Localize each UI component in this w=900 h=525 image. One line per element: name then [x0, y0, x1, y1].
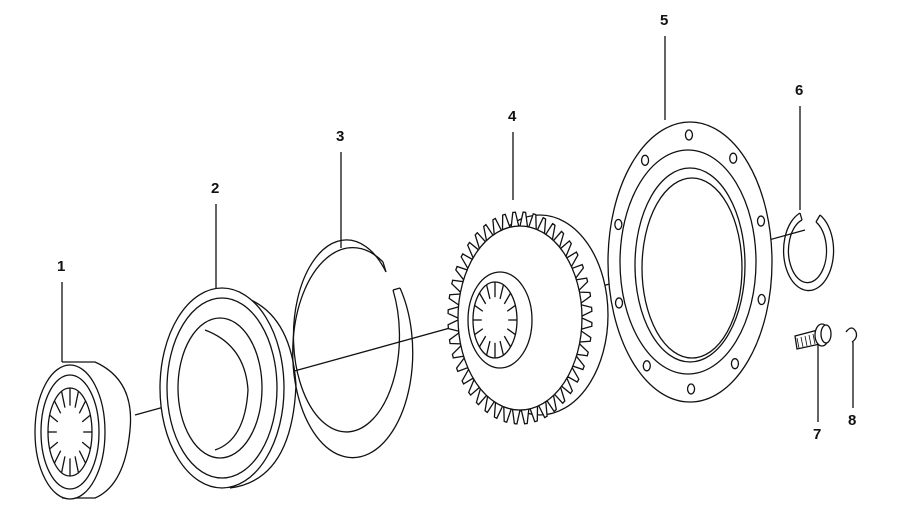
spline-tooth — [478, 335, 487, 348]
callout-4: 4 — [508, 108, 517, 125]
spline-tooth — [60, 456, 66, 473]
spline-tooth — [478, 292, 487, 305]
bolt-hole — [684, 129, 694, 141]
spline-tooth — [78, 450, 87, 464]
part-3-snap-ring — [292, 239, 414, 459]
callout-7: 7 — [813, 426, 822, 443]
bolt-hole — [640, 154, 650, 166]
spline-tooth — [485, 340, 491, 356]
spline-tooth — [503, 335, 512, 348]
spline-tooth — [81, 414, 91, 423]
spline-tooth — [53, 400, 62, 414]
bolt-hole — [642, 360, 651, 372]
spline-tooth — [474, 328, 484, 336]
bolt-hole — [614, 297, 624, 309]
spline-tooth — [60, 391, 66, 408]
spline-tooth — [503, 292, 512, 305]
spline-tooth — [74, 456, 80, 473]
bolt-hole — [729, 152, 738, 164]
bolt-hole — [757, 293, 766, 306]
bolt-holes — [614, 129, 766, 395]
part-1-splined-sleeve — [34, 361, 132, 500]
callout-5: 5 — [660, 12, 669, 29]
bolt-hole — [614, 218, 623, 231]
spline-tooth — [506, 304, 516, 312]
spline-tooth — [506, 328, 516, 336]
spline-tooth — [53, 450, 62, 464]
leader-lines — [61, 36, 854, 422]
spline-tooth — [49, 441, 59, 450]
spline-tooth — [74, 391, 80, 408]
spline-teeth — [48, 388, 92, 476]
spline-tooth — [49, 414, 59, 423]
part-6-circlip — [782, 212, 835, 292]
callout-1: 1 — [57, 258, 66, 275]
callout-8: 8 — [848, 412, 857, 429]
callout-6: 6 — [795, 82, 804, 99]
callout-2: 2 — [211, 180, 220, 197]
part-5-cover-plate — [607, 121, 773, 403]
spline-tooth — [499, 284, 505, 300]
gear-spline — [473, 282, 517, 358]
bolt-hole — [686, 383, 696, 395]
spline-tooth — [485, 284, 491, 300]
callout-3: 3 — [336, 128, 345, 145]
bolt-hole — [730, 358, 740, 370]
part-2-ring — [159, 287, 297, 489]
spline-tooth — [78, 400, 87, 414]
part-4-gear — [447, 211, 609, 425]
part-8-clip — [845, 327, 858, 343]
bolt-hole — [756, 215, 766, 227]
spline-tooth — [474, 304, 484, 312]
spline-tooth — [81, 441, 91, 450]
part-7-bolt — [794, 323, 832, 350]
spline-tooth — [499, 340, 505, 356]
